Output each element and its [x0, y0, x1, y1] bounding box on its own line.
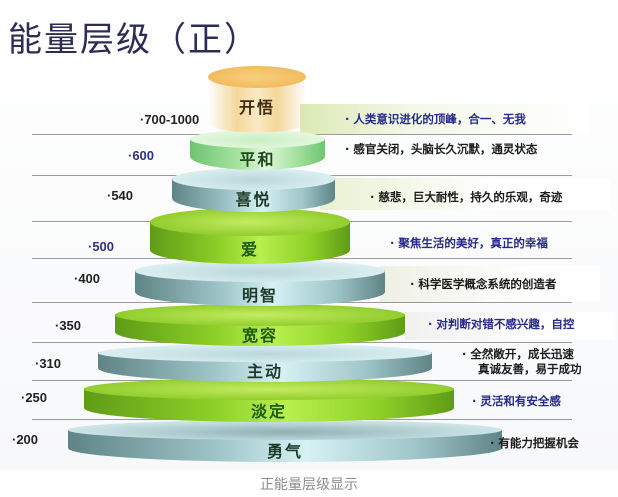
desc-panel-bg [320, 178, 610, 210]
level-description: · 聚焦生活的美好，真正的幸福 [390, 236, 548, 250]
tier-label: 爱 [240, 240, 259, 259]
tier-disc-enlightenment: 开悟 [208, 66, 306, 132]
level-description: · 灵活和有安全感 [472, 394, 561, 408]
level-description: · 有能力把握机会 [490, 436, 579, 450]
level-description: · 全然敞开，成长迅速 [462, 347, 574, 361]
score-label: ·350 [55, 318, 82, 333]
tier-label: 开悟 [238, 98, 275, 117]
score-label: ·250 [21, 390, 48, 405]
tier-label: 平和 [239, 150, 276, 169]
score-label: ·600 [128, 148, 155, 163]
score-label: ·310 [35, 356, 62, 371]
level-description: · 人类意识进化的顶峰，合一、无我 [345, 112, 526, 126]
tier-disc-love: 爱 [150, 208, 350, 264]
tier-disc-peace: 平和 [190, 130, 325, 170]
image-caption: 正能量层级显示 [260, 477, 358, 493]
desc-panel-bg [300, 104, 590, 134]
tier-disc-initiative: 主动 [98, 344, 432, 382]
tier-label: 主动 [246, 362, 283, 381]
score-label: ·400 [74, 271, 101, 286]
tier-disc-joy: 喜悦 [172, 168, 335, 212]
level-description: · 慈悲，巨大耐性，持久的乐观，奇迹 [370, 190, 563, 204]
level-description: · 感官关闭，头脑长久沉默，通灵状态 [345, 142, 538, 156]
score-label: ·700-1000 [140, 112, 200, 127]
level-description: · 对判断对错不感兴趣，自控 [428, 317, 575, 331]
tier-label: 勇气 [266, 442, 303, 461]
score-label: ·500 [88, 239, 115, 254]
diagram-title: 能量层级（正） [8, 20, 260, 60]
tier-label: 宽容 [241, 326, 278, 345]
level-description: · 科学医学概念系统的创造者 [410, 277, 557, 291]
tier-disc-wisdom: 明智 [135, 260, 385, 306]
desc-panel-bg [380, 266, 600, 302]
tier-label: 明智 [241, 286, 278, 305]
desc-panel-bg [405, 312, 615, 340]
tier-disc-courage: 勇气 [68, 420, 502, 462]
tier-label: 喜悦 [235, 190, 272, 209]
pyramid-diagram: 能量层级（正） 勇气 淡定 主动 宽容 明智 [0, 0, 618, 470]
tier-disc-calm: 淡定 [84, 378, 454, 422]
score-label: ·540 [107, 188, 134, 203]
tier-label: 淡定 [250, 402, 287, 421]
tier-disc-tolerance: 宽容 [115, 304, 405, 346]
level-description-line2: 真诚友善，易于成功 [478, 362, 582, 376]
score-label: ·200 [12, 432, 39, 447]
